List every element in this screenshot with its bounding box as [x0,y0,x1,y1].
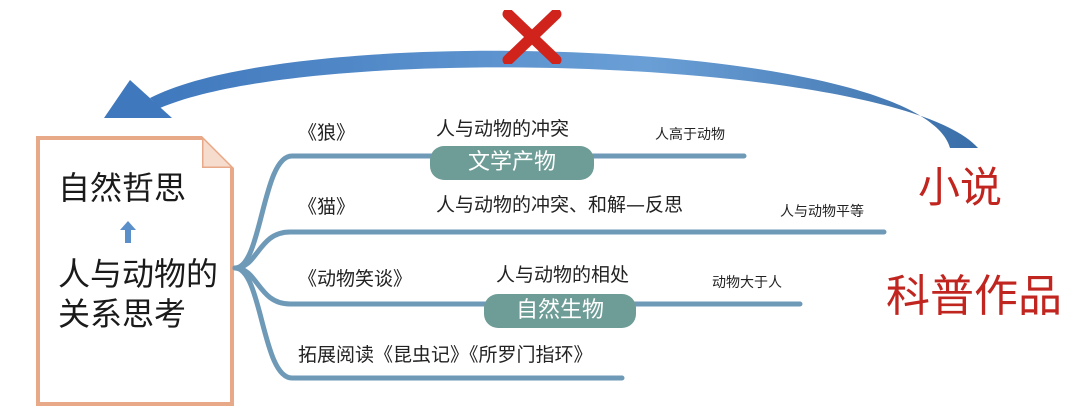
branch-animal-talk-work: 《动物笑谈》 [298,268,413,290]
page-fold-icon [202,136,234,168]
note-title: 自然哲思 [58,169,187,207]
branch-extended-reading: 拓展阅读《昆虫记》《所罗门指环》 [298,344,593,366]
branch-cat-work: 《猫》 [298,196,356,218]
up-arrow-icon [120,221,136,243]
branch-animal-talk-theme: 人与动物的相处 [496,264,630,286]
genre-popular-science: 科普作品 [886,271,1062,322]
badge-literary-product: 文学产物 [430,146,594,180]
note-body: 人与动物的关系思考 [58,255,219,333]
curved-arrow-band [150,50,978,148]
branch-cat-relation: 人与动物平等 [780,204,864,220]
branch-animal-talk-relation: 动物大于人 [712,275,782,291]
note-card [36,136,234,406]
branch-cat-theme: 人与动物的冲突、和解—反思 [436,194,684,216]
branch-wolf-work: 《狼》 [298,122,356,144]
badge-natural-creature: 自然生物 [484,294,636,328]
branch-line-extended [232,265,625,381]
branch-line-cat [232,229,887,271]
branch-wolf-relation: 人高于动物 [655,127,725,143]
cross-mark-icon [502,10,562,64]
curved-arrow-head [104,80,172,118]
branch-wolf-theme: 人与动物的冲突 [436,118,570,140]
genre-novel: 小说 [918,163,1003,212]
branch-line-wolf [232,153,747,271]
